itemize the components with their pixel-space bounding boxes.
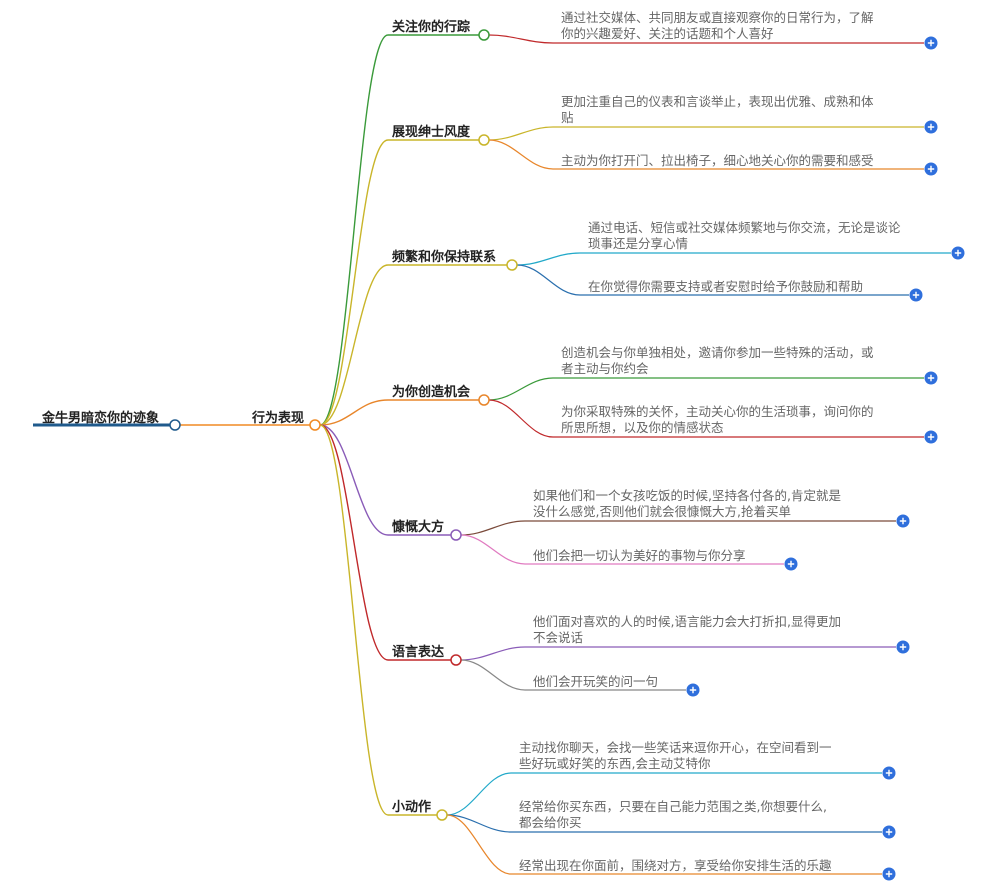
leaf-text[interactable]: 他们会开玩笑的问一句	[533, 674, 658, 689]
leaf-connector	[488, 377, 554, 401]
leaf-text-line: 经常给你买东西，只要在自己能力范围之类,你想要什么,	[519, 799, 827, 814]
leaf-connector	[488, 139, 554, 170]
leaf-text[interactable]: 在你觉得你需要支持或者安慰时给予你鼓励和帮助	[588, 279, 863, 294]
branch-collapse-toggle[interactable]	[478, 394, 490, 406]
branch-collapse-toggle[interactable]	[436, 809, 448, 821]
leaf-text[interactable]: 更加注重自己的仪表和言谈举止，表现出优雅、成熟和体贴	[561, 94, 874, 125]
branch-connector	[319, 399, 389, 426]
expand-plus-icon[interactable]	[924, 371, 938, 385]
root-topic[interactable]: 金牛男暗恋你的迹象	[41, 410, 159, 426]
leaf-connector	[446, 814, 512, 875]
leaf-connector	[446, 814, 512, 833]
branch-topic[interactable]: 小动作	[392, 799, 431, 815]
leaf-connector	[516, 252, 581, 266]
leaf-text-line: 经常出现在你面前，围绕对方，享受给你安排生活的乐趣	[519, 858, 832, 873]
branch-topic[interactable]: 为你创造机会	[392, 384, 471, 400]
center-collapse-toggle[interactable]	[309, 419, 321, 431]
leaf-text[interactable]: 经常出现在你面前，围绕对方，享受给你安排生活的乐趣	[519, 858, 832, 873]
leaf-text[interactable]: 通过社交媒体、共同朋友或直接观察你的日常行为，了解你的兴趣爱好、关注的话题和个人…	[561, 10, 874, 41]
leaf-connector	[460, 520, 526, 536]
branch-connector	[319, 424, 389, 816]
connector-layer	[33, 34, 951, 875]
leaf-text[interactable]: 通过电话、短信或社交媒体频繁地与你交流，无论是谈论琐事还是分享心情	[588, 220, 901, 251]
branch-topic[interactable]: 语言表达	[392, 644, 444, 660]
expand-plus-icon[interactable]	[924, 120, 938, 134]
root-collapse-toggle[interactable]	[169, 419, 181, 431]
leaf-text-line: 琐事还是分享心情	[588, 236, 688, 251]
leaf-connector	[460, 534, 526, 565]
expand-plus-icon[interactable]	[686, 683, 700, 697]
leaf-text[interactable]: 他们面对喜欢的人的时候,语言能力会大打折扣,显得更加不会说话	[533, 614, 841, 645]
leaf-text-line: 主动找你聊天，会找一些笑话来逗你开心，在空间看到一	[519, 740, 832, 755]
branch-connector	[319, 424, 389, 661]
leaf-text[interactable]: 主动为你打开门、拉出椅子，细心地关心你的需要和感受	[561, 153, 874, 168]
leaf-text-line: 通过社交媒体、共同朋友或直接观察你的日常行为，了解	[561, 10, 874, 25]
leaf-text-line: 创造机会与你单独相处，邀请你参加一些特殊的活动，或	[561, 345, 874, 360]
leaf-text-line: 如果他们和一个女孩吃饭的时候,坚持各付各的,肯定就是	[533, 488, 841, 503]
leaf-text[interactable]: 主动找你聊天，会找一些笑话来逗你开心，在空间看到一些好玩或好笑的东西,会主动艾特…	[519, 740, 832, 771]
expand-plus-icon[interactable]	[896, 640, 910, 654]
center-topic[interactable]: 行为表现	[251, 410, 304, 426]
branch-topic[interactable]: 慷慨大方	[391, 519, 444, 535]
leaf-text-line: 主动为你打开门、拉出椅子，细心地关心你的需要和感受	[561, 153, 874, 168]
leaf-connector	[488, 126, 554, 141]
leaf-text[interactable]: 经常给你买东西，只要在自己能力范围之类,你想要什么,都会给你买	[519, 799, 827, 830]
branch-connector	[319, 139, 389, 426]
expand-plus-icon[interactable]	[909, 288, 923, 302]
leaf-text-line: 不会说话	[533, 630, 583, 645]
expand-plus-icon[interactable]	[784, 557, 798, 571]
leaf-text-line: 通过电话、短信或社交媒体频繁地与你交流，无论是谈论	[588, 220, 901, 235]
leaf-text-line: 些好玩或好笑的东西,会主动艾特你	[519, 756, 710, 771]
branch-collapse-toggle[interactable]	[478, 134, 490, 146]
branch-topic[interactable]: 展现绅士风度	[392, 124, 471, 140]
branch-collapse-toggle[interactable]	[450, 654, 462, 666]
expand-plus-icon[interactable]	[951, 246, 965, 260]
expand-plus-icon[interactable]	[924, 36, 938, 50]
expand-plus-icon[interactable]	[882, 766, 896, 780]
leaf-text[interactable]: 创造机会与你单独相处，邀请你参加一些特殊的活动，或者主动与你约会	[561, 345, 874, 376]
branch-topic[interactable]: 频繁和你保持联系	[392, 249, 496, 265]
branch-collapse-toggle[interactable]	[506, 259, 518, 271]
expand-plus-icon[interactable]	[882, 867, 896, 881]
expand-plus-icon[interactable]	[924, 162, 938, 176]
leaf-text-line: 者主动与你约会	[561, 361, 649, 376]
leaf-text-line: 所思所想，以及你的情感状态	[561, 420, 724, 435]
leaf-connector	[488, 399, 554, 438]
branch-connector	[319, 34, 389, 426]
branch-connector	[319, 264, 389, 426]
leaf-connector	[488, 34, 554, 44]
leaf-connector	[460, 659, 526, 691]
leaf-text-line: 在你觉得你需要支持或者安慰时给予你鼓励和帮助	[588, 279, 863, 294]
branch-connector	[319, 424, 389, 536]
leaf-text-line: 没什么感觉,否则他们就会很慷慨大方,抢着买单	[533, 504, 791, 519]
leaf-text[interactable]: 为你采取特殊的关怀，主动关心你的生活琐事，询问你的所思所想，以及你的情感状态	[561, 404, 874, 435]
leaf-connector	[460, 646, 526, 661]
leaf-connector	[516, 264, 581, 296]
leaf-text-line: 更加注重自己的仪表和言谈举止，表现出优雅、成熟和体	[561, 94, 874, 109]
expand-plus-icon[interactable]	[896, 514, 910, 528]
leaf-text-line: 他们会开玩笑的问一句	[533, 674, 658, 689]
branch-topic[interactable]: 关注你的行踪	[392, 19, 470, 35]
leaf-text[interactable]: 他们会把一切认为美好的事物与你分享	[533, 548, 746, 563]
leaf-text-line: 你的兴趣爱好、关注的话题和个人喜好	[561, 26, 774, 41]
branch-collapse-toggle[interactable]	[450, 529, 462, 541]
expand-plus-icon[interactable]	[924, 430, 938, 444]
leaf-text-line: 都会给你买	[519, 815, 582, 830]
leaf-text-line: 他们面对喜欢的人的时候,语言能力会大打折扣,显得更加	[533, 614, 841, 629]
branch-collapse-toggle[interactable]	[478, 29, 490, 41]
node-layer: 金牛男暗恋你的迹象 行为表现 关注你的行踪 通过社交媒体、共同朋友或直接观察你的日常行…	[41, 10, 965, 881]
leaf-text[interactable]: 如果他们和一个女孩吃饭的时候,坚持各付各的,肯定就是没什么感觉,否则他们就会很慷…	[533, 488, 841, 519]
leaf-text-line: 贴	[561, 110, 574, 125]
leaf-connector	[446, 772, 512, 816]
leaf-text-line: 他们会把一切认为美好的事物与你分享	[533, 548, 746, 563]
expand-plus-icon[interactable]	[882, 825, 896, 839]
leaf-text-line: 为你采取特殊的关怀，主动关心你的生活琐事，询问你的	[561, 404, 874, 419]
